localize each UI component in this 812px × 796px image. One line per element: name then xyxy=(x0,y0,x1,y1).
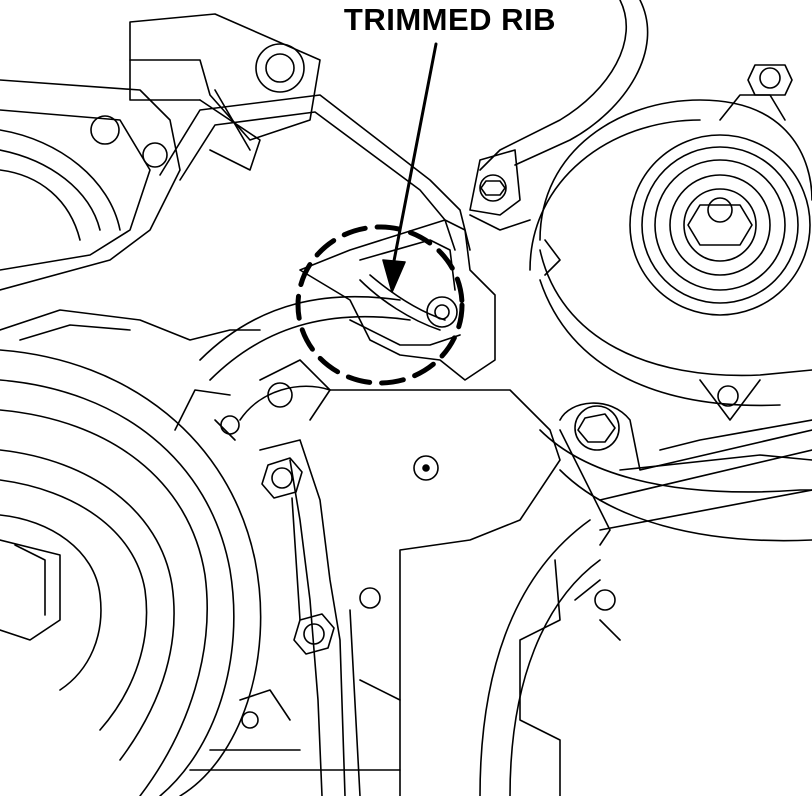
crank-pulley xyxy=(0,349,262,796)
trimmed-rib-highlight xyxy=(295,224,465,386)
upper-left-housing xyxy=(0,13,321,341)
upper-right-belt xyxy=(469,0,649,231)
lower-right-belt xyxy=(479,519,621,796)
centre-left-bolt xyxy=(261,457,335,655)
callout-label: TRIMMED RIB xyxy=(343,2,557,37)
centre-bracket xyxy=(199,219,496,381)
upper-belt xyxy=(159,89,471,251)
right-pulley xyxy=(529,64,812,542)
lower-frame xyxy=(189,679,401,771)
timing-cover xyxy=(220,359,561,796)
tensioner-arm xyxy=(559,402,812,546)
callout-arrow xyxy=(382,42,438,293)
